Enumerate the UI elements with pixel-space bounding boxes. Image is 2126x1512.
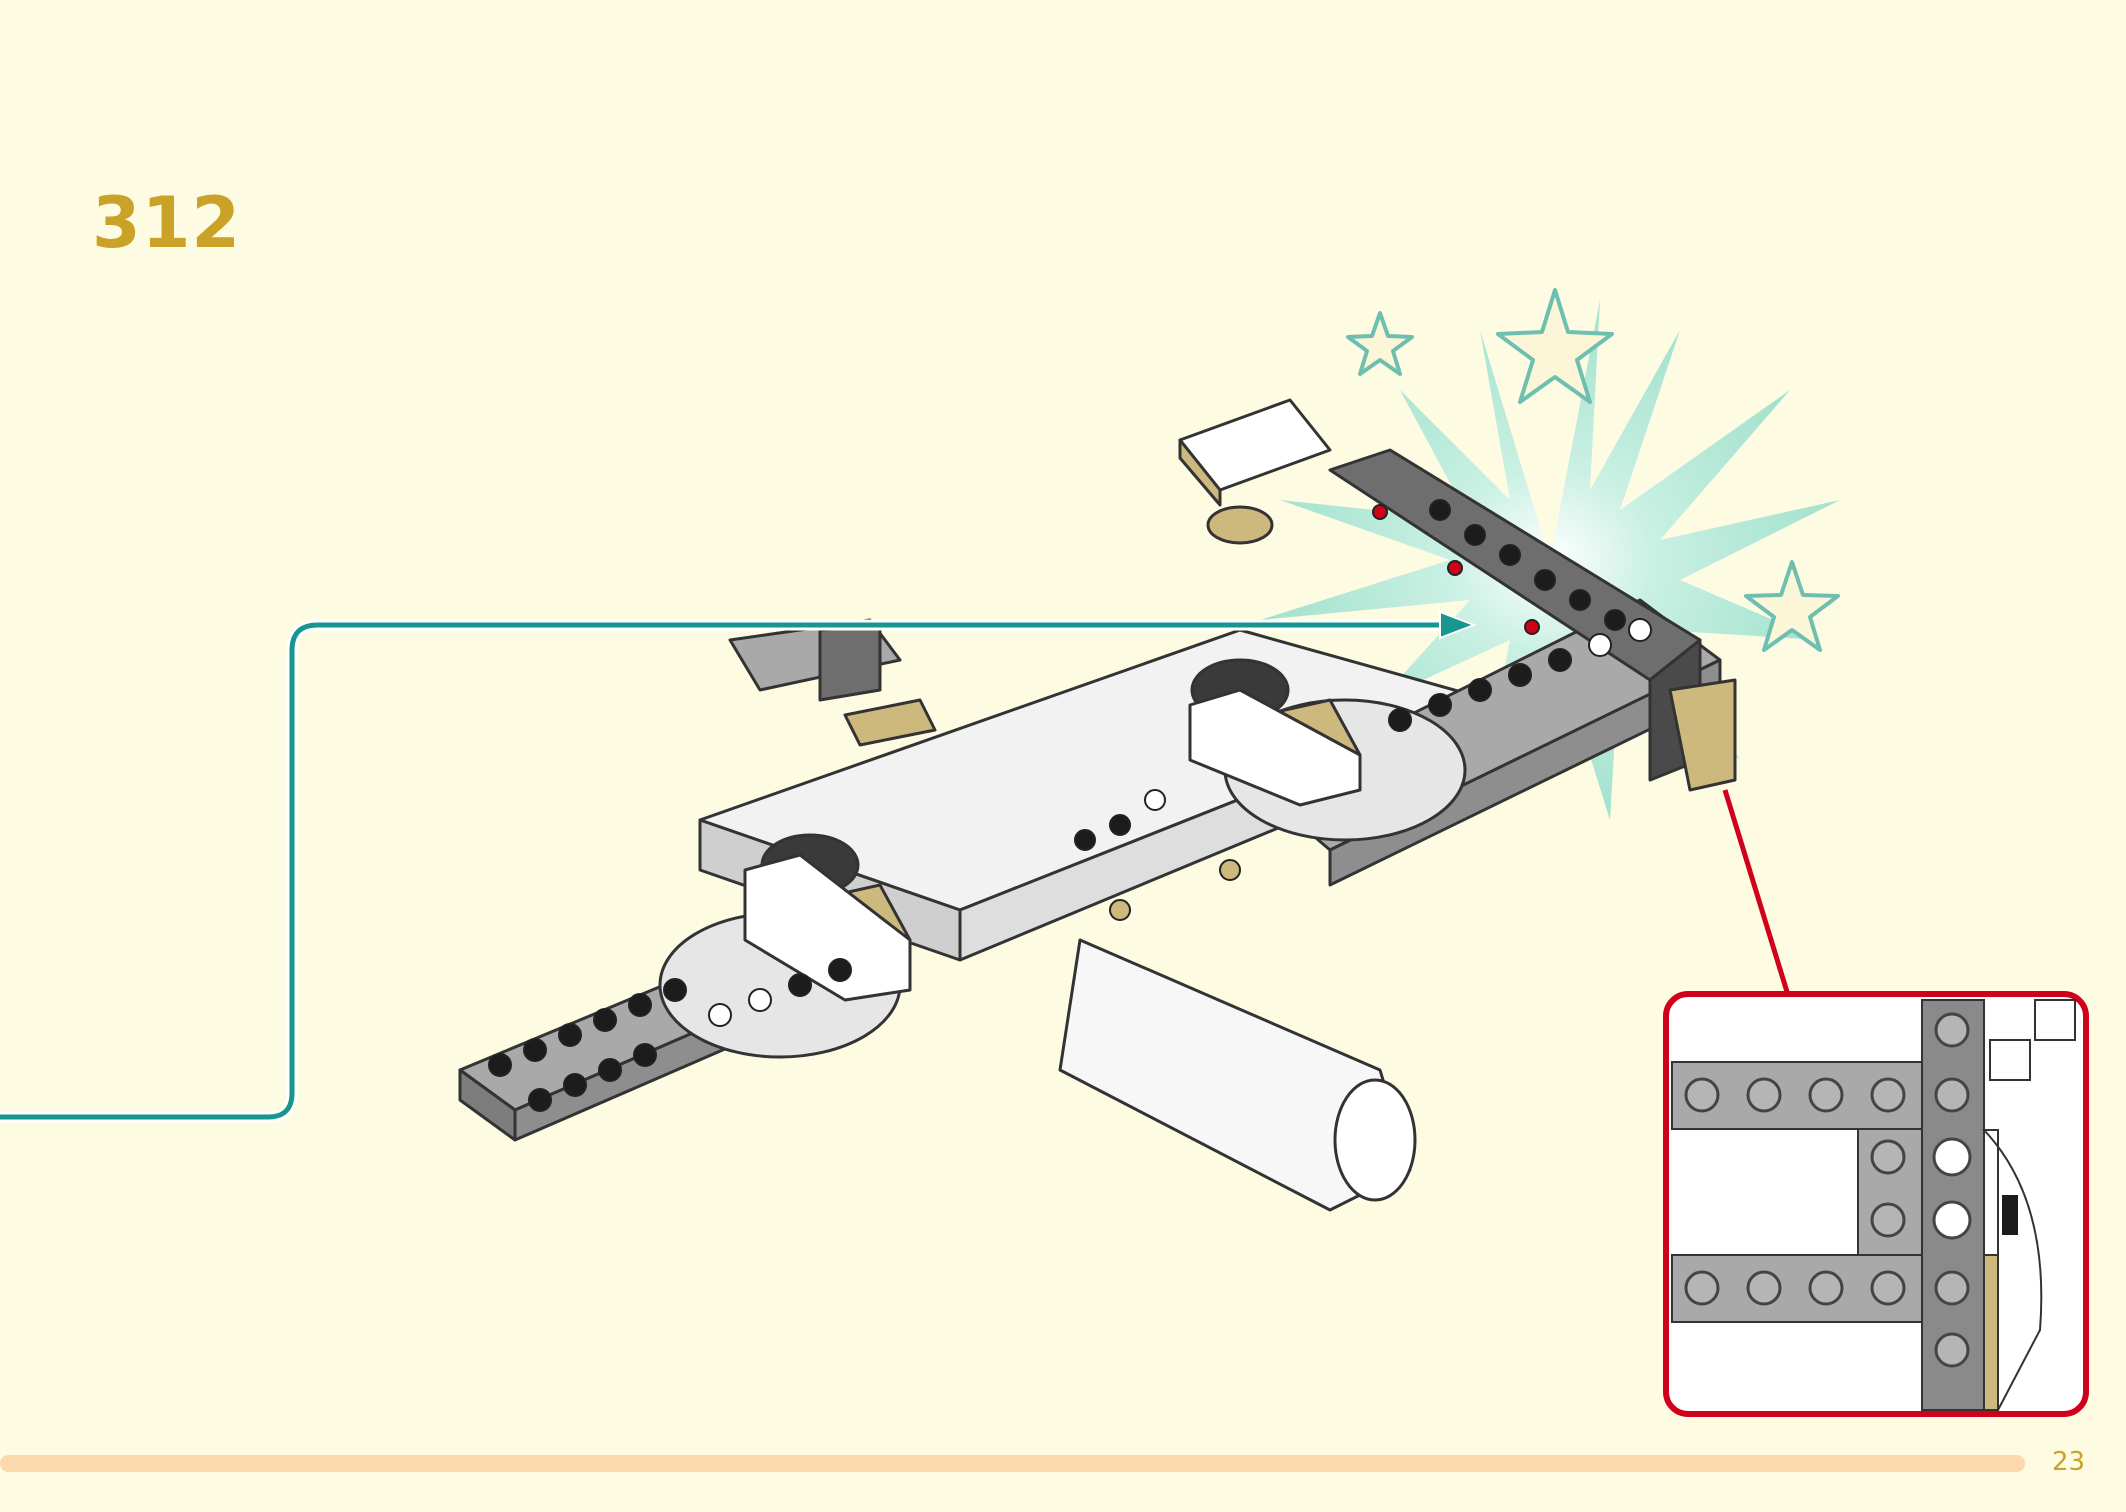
step-number: 312 — [92, 182, 242, 264]
placement-arrow-icon — [0, 610, 1477, 1123]
callout-pointer-line — [1722, 789, 1791, 996]
model-assembly — [458, 398, 1737, 1212]
page-number: 23 — [2052, 1447, 2086, 1477]
sparkle-star-icon — [1346, 288, 1840, 652]
zoom-callout-icon — [1663, 991, 2089, 1417]
progress-bar-fill — [0, 1455, 2025, 1472]
progress-bar — [0, 1455, 2025, 1472]
brick-studs — [488, 499, 1652, 1112]
